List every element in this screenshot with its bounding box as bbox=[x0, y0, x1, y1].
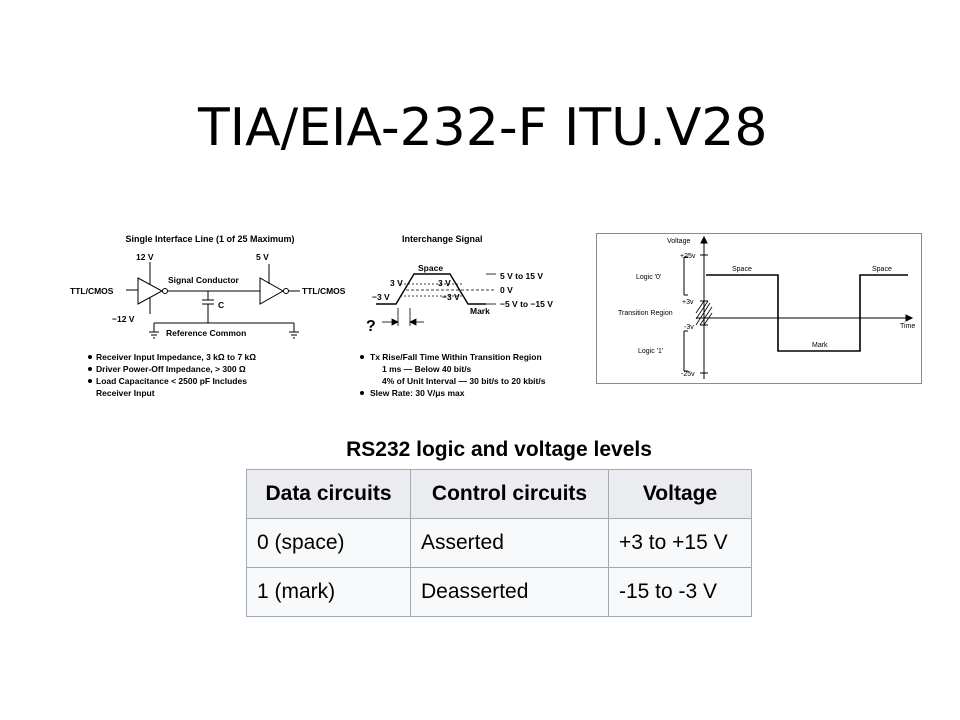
header-data-circuits: Data circuits bbox=[246, 469, 411, 519]
signal-bullet-3: 4% of Unit Interval — 30 bit/s to 20 kbi… bbox=[382, 376, 546, 386]
label-neg3v-left: −3 V bbox=[372, 292, 390, 302]
transition-hatch bbox=[695, 300, 713, 326]
range-neg5-neg15v: −5 V to −15 V bbox=[500, 299, 553, 309]
label-neg3v-right: −3 V bbox=[442, 292, 460, 302]
label-ttl-left: TTL/CMOS bbox=[70, 286, 114, 296]
cell-voltage: -15 to -3 V bbox=[608, 567, 752, 617]
label-12v: 12 V bbox=[136, 252, 154, 262]
axes bbox=[683, 235, 914, 379]
interface-line-diagram: Single Interface Line (1 of 25 Maximum) … bbox=[70, 234, 346, 398]
table-title: RS232 logic and voltage levels bbox=[346, 438, 652, 461]
label-n3v: -3v bbox=[684, 324, 694, 331]
interface-line-title: Single Interface Line (1 of 25 Maximum) bbox=[125, 234, 294, 244]
table-row: 0 (space) Asserted +3 to +15 V bbox=[246, 518, 752, 568]
cell-voltage: +3 to +15 V bbox=[608, 518, 752, 568]
label-neg12v: −12 V bbox=[112, 314, 135, 324]
label-reference-common: Reference Common bbox=[166, 328, 246, 338]
label-space-1: Space bbox=[732, 266, 752, 273]
label-transition-region: Transition Region bbox=[618, 310, 673, 317]
label-p3v: +3v bbox=[682, 299, 694, 306]
header-voltage: Voltage bbox=[608, 469, 752, 519]
interchange-signal-diagram: Interchange Signal Space 3 V 3 V −3 V −3… bbox=[360, 234, 553, 398]
label-logic1: Logic '1' bbox=[638, 348, 663, 355]
interface-bullet-3: Load Capacitance < 2500 pF Includes bbox=[96, 376, 247, 386]
signal-bullet-4: Slew Rate: 30 V/μs max bbox=[370, 388, 465, 398]
cell-control-circuit: Asserted bbox=[410, 518, 609, 568]
label-p25v: +25v bbox=[680, 253, 696, 260]
interchange-title: Interchange Signal bbox=[402, 234, 483, 244]
label-signal-conductor: Signal Conductor bbox=[168, 275, 240, 285]
logic-levels-table: Data circuits Control circuits Voltage 0… bbox=[246, 469, 752, 617]
label-logic0: Logic '0' bbox=[636, 274, 661, 281]
signal-guides bbox=[382, 273, 496, 326]
label-ttl-right: TTL/CMOS bbox=[302, 286, 346, 296]
label-mark-right: Mark bbox=[812, 342, 828, 349]
circuit-wires bbox=[126, 262, 300, 339]
cell-control-circuit: Deasserted bbox=[410, 567, 609, 617]
label-5v: 5 V bbox=[256, 252, 269, 262]
range-0v: 0 V bbox=[500, 285, 513, 295]
header-control-circuits: Control circuits bbox=[410, 469, 609, 519]
question-mark: ? bbox=[366, 318, 376, 335]
table-header-row: Data circuits Control circuits Voltage bbox=[246, 469, 752, 519]
logic-waveform bbox=[706, 274, 908, 352]
label-space: Space bbox=[418, 263, 443, 273]
label-cap: C bbox=[218, 300, 224, 310]
interface-bullet-2: Driver Power-Off Impedance, > 300 Ω bbox=[96, 364, 246, 374]
signal-bullet-2: 1 ms — Below 40 bit/s bbox=[382, 364, 472, 374]
interface-bullet-4: Receiver Input bbox=[96, 388, 155, 398]
table-row: 1 (mark) Deasserted -15 to -3 V bbox=[246, 567, 752, 617]
label-time: Time bbox=[900, 323, 915, 330]
label-voltage: Voltage bbox=[667, 238, 690, 245]
interface-bullet-1: Receiver Input Impedance, 3 kΩ to 7 kΩ bbox=[96, 352, 256, 362]
cell-data-circuit: 0 (space) bbox=[246, 518, 411, 568]
label-mark: Mark bbox=[470, 306, 490, 316]
voltage-time-diagram: Voltage +25v Logic '0' +3v Transition Re… bbox=[596, 233, 922, 384]
label-3v-right: 3 V bbox=[438, 278, 451, 288]
signal-waveform bbox=[376, 273, 486, 305]
label-space-2: Space bbox=[872, 266, 892, 273]
slide-title: TIA/EIA-232-F ITU.V28 bbox=[198, 98, 768, 158]
signal-bullet-1: Tx Rise/Fall Time Within Transition Regi… bbox=[370, 352, 542, 362]
cell-data-circuit: 1 (mark) bbox=[246, 567, 411, 617]
label-n25v: -25v bbox=[681, 371, 695, 378]
label-3v-left: 3 V bbox=[390, 278, 403, 288]
range-5-15v: 5 V to 15 V bbox=[500, 271, 543, 281]
